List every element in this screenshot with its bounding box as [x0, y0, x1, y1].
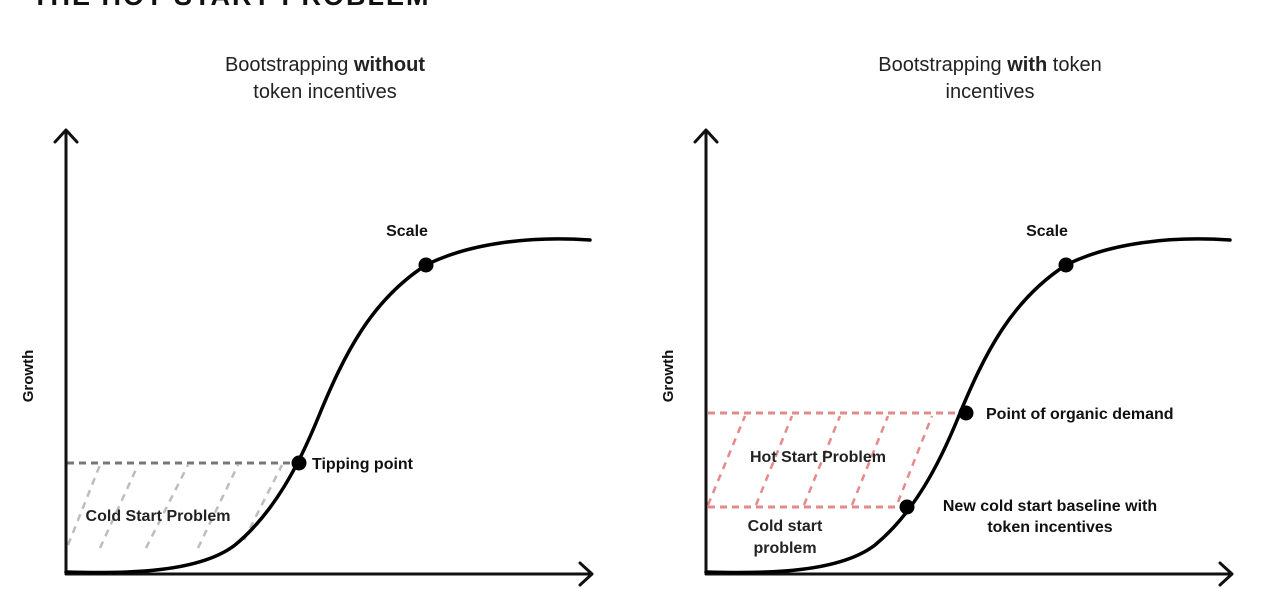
left-tipping-point-marker: [291, 455, 307, 471]
right-hot-start-label: Hot Start Problem: [750, 449, 886, 466]
right-panel: Bootstrapping with token incentives: [660, 54, 1234, 587]
left-hatch-line: [66, 464, 102, 546]
left-hatch-line: [98, 464, 140, 549]
left-title-bold: without: [353, 54, 425, 76]
right-hatch-line: [896, 415, 934, 503]
right-hatch-line: [706, 415, 747, 506]
right-baseline-label-line2: token incentives: [987, 519, 1112, 536]
right-organic-demand-label: Point of organic demand: [986, 406, 1174, 423]
left-y-axis-label: Growth: [20, 350, 37, 403]
left-title-line1: Bootstrapping without: [225, 54, 425, 76]
left-axes: [53, 128, 594, 587]
right-baseline-label-line1: New cold start baseline with: [943, 498, 1157, 515]
right-title-line2: incentives: [946, 81, 1035, 103]
left-cold-start-label: Cold Start Problem: [86, 508, 231, 525]
page-heading: THE HOT START PROBLEM: [32, 0, 430, 11]
right-y-axis-label: Growth: [660, 350, 677, 403]
right-hatch-line: [802, 415, 842, 506]
right-title-prefix: Bootstrapping: [878, 54, 1007, 76]
left-scale-label: Scale: [386, 223, 428, 240]
right-hatch-line: [850, 415, 890, 506]
left-hatch-line: [144, 464, 190, 549]
right-cold-start-label-line1: Cold start: [748, 518, 823, 535]
left-panel: Bootstrapping without token incentives: [20, 54, 594, 587]
left-y-axis-arrow-icon: [53, 128, 79, 144]
left-hatch-line: [242, 464, 284, 541]
right-hatch-line: [754, 415, 794, 506]
left-scale-point-marker: [418, 257, 434, 273]
right-growth-curve: [704, 237, 1232, 575]
left-title-line2: token incentives: [253, 81, 396, 103]
left-title-prefix: Bootstrapping: [225, 54, 354, 76]
left-cold-start-region: [66, 461, 299, 549]
right-x-axis-arrow-icon: [1218, 561, 1234, 587]
right-title-bold: with: [1006, 54, 1047, 76]
right-scale-label: Scale: [1026, 223, 1068, 240]
right-scale-point-marker: [1058, 257, 1074, 273]
right-organic-point-marker: [958, 405, 974, 421]
left-hatch-line: [196, 464, 240, 549]
right-title-suffix: token: [1047, 54, 1101, 76]
left-tipping-point-label: Tipping point: [312, 456, 414, 473]
left-x-axis-arrow-icon: [578, 561, 594, 587]
right-cold-start-label-line2: problem: [753, 540, 816, 557]
left-growth-curve: [64, 237, 592, 575]
right-baseline-point-marker: [899, 499, 915, 515]
right-y-axis-arrow-icon: [693, 128, 719, 144]
right-hot-start-region: [706, 411, 966, 509]
right-axes: [693, 128, 1234, 587]
right-title-line1: Bootstrapping with token: [878, 54, 1101, 76]
